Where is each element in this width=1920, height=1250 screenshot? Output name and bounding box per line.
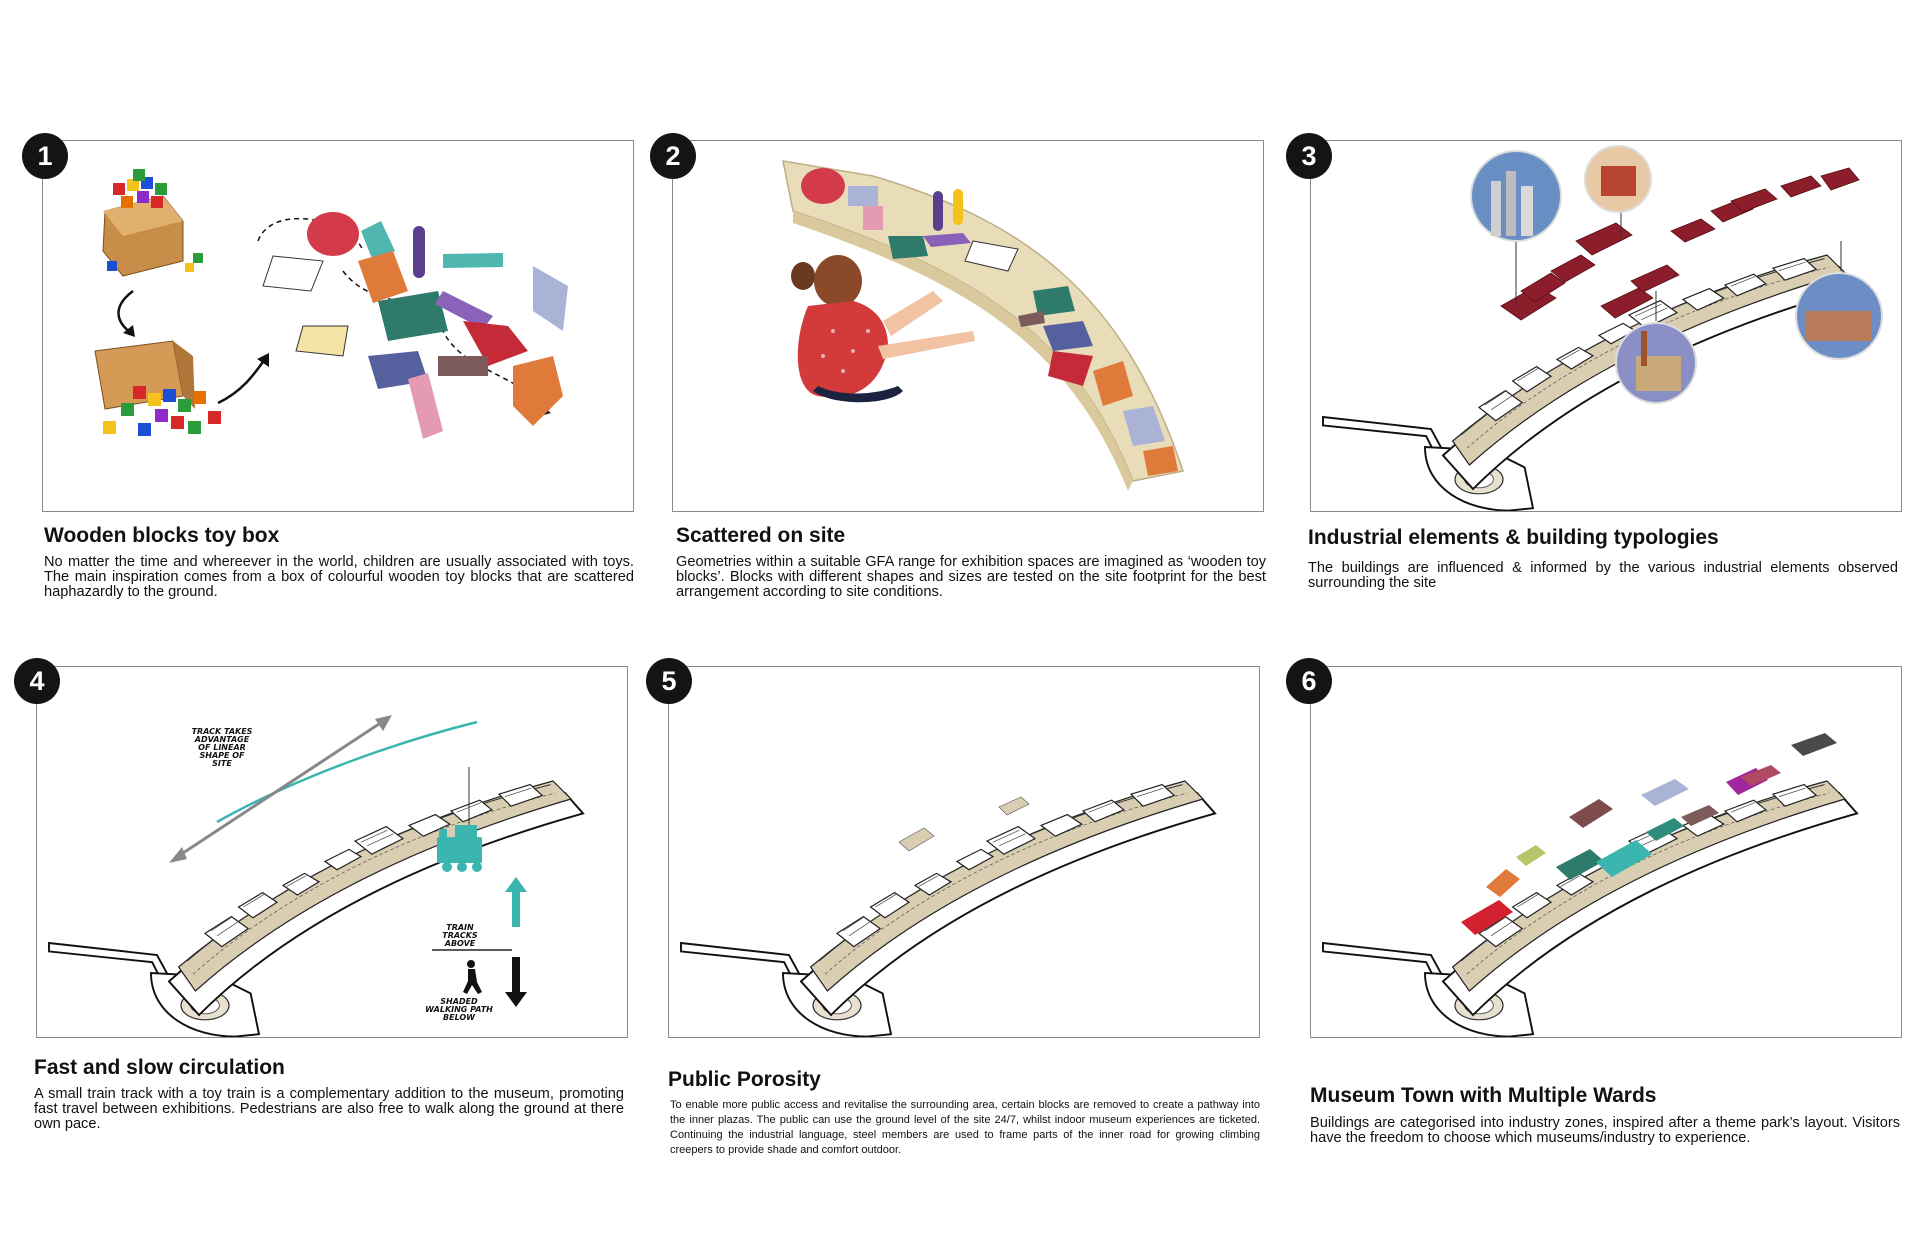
panel-6-description: Buildings are categorised into industry … — [1310, 1115, 1900, 1146]
illustration-circulation: TRACK TAKES ADVANTAGE OF LINEAR SHAPE OF… — [36, 666, 628, 1038]
track-label: TRACK TAKES ADVANTAGE OF LINEAR SHAPE OF… — [191, 727, 253, 768]
illustration-industrial-elements — [1310, 140, 1902, 512]
panel-6-title: Museum Town with Multiple Wards — [1310, 1084, 1657, 1107]
panel-3-description: The buildings are influenced & informed … — [1308, 560, 1898, 591]
panel-1-title: Wooden blocks toy box — [44, 524, 280, 547]
step-badge-3: 3 — [1286, 133, 1332, 179]
illustration-scattered-site — [672, 140, 1264, 512]
walk-label: SHADED WALKING PATH BELOW — [425, 997, 493, 1022]
panel-2-title: Scattered on site — [676, 524, 846, 547]
step-badge-1: 1 — [22, 133, 68, 179]
circulation-site-illustration — [48, 715, 584, 1037]
panel-5-description: To enable more public access and revital… — [670, 1099, 1260, 1156]
step-badge-6: 6 — [1286, 658, 1332, 704]
train-label: TRAIN TRACKS ABOVE — [442, 923, 478, 948]
illustration-public-porosity — [668, 666, 1260, 1038]
scattered-site-illustration — [782, 160, 1184, 491]
panel-5-title: Public Porosity — [668, 1068, 821, 1091]
panel-3-title: Industrial elements & building typologie… — [1308, 526, 1719, 549]
illustration-toy-box — [42, 140, 634, 512]
porosity-site-illustration — [680, 780, 1216, 1037]
panel-4-title: Fast and slow circulation — [34, 1056, 285, 1079]
arrow-up-icon — [505, 877, 527, 927]
train-icon — [437, 825, 482, 872]
step-badge-2: 2 — [650, 133, 696, 179]
industrial-site-illustration — [1322, 145, 1883, 511]
pedestrian-icon — [463, 960, 482, 994]
step-badge-5: 5 — [646, 658, 692, 704]
panel-1-description: No matter the time and whereever in the … — [44, 554, 634, 600]
toy-box-illustration — [94, 169, 568, 439]
panel-4-description: A small train track with a toy train is … — [34, 1086, 624, 1132]
panel-2-description: Geometries within a suitable GFA range f… — [676, 554, 1266, 600]
illustration-museum-wards — [1310, 666, 1902, 1038]
step-badge-4: 4 — [14, 658, 60, 704]
wards-site-illustration — [1322, 733, 1858, 1037]
arrow-down-icon — [505, 957, 527, 1007]
